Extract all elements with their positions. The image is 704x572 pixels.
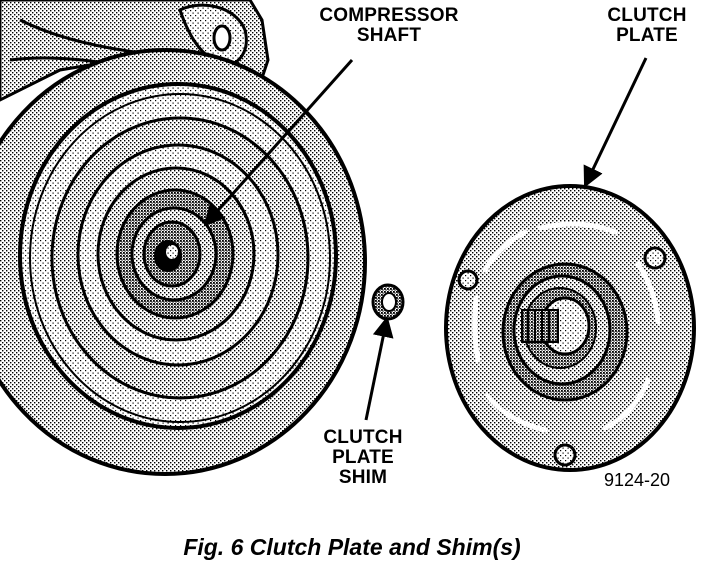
shim-label-line1: CLUTCH	[323, 427, 403, 448]
figure-code: 9124-20	[604, 470, 671, 490]
shim-label-line3: SHIM	[338, 466, 388, 488]
compressor-shaft-leader	[203, 59, 354, 227]
clutch-plate-label-line1: CLUTCH	[607, 5, 687, 26]
clutch-plate	[444, 184, 696, 472]
clutch-plate-shim	[371, 283, 405, 321]
clutch-plate-leader	[583, 57, 648, 188]
compressor-shaft-label-line1: COMPRESSOR	[319, 5, 459, 26]
clutch-plate-label-line2: PLATE	[616, 24, 678, 46]
compressor-shaft-label-line2: SHAFT	[356, 24, 422, 46]
shim-leader	[364, 315, 394, 421]
figure-caption: Fig. 6 Clutch Plate and Shim(s)	[183, 534, 521, 560]
clutch-plate-label: CLUTCH PLATE	[600, 6, 694, 46]
pulley	[0, 48, 367, 476]
compressor-shaft-label: COMPRESSOR SHAFT	[312, 6, 466, 46]
clutch-plate-shim-label: CLUTCH PLATE SHIM	[318, 428, 408, 488]
shim-label-line2: PLATE	[332, 446, 394, 468]
